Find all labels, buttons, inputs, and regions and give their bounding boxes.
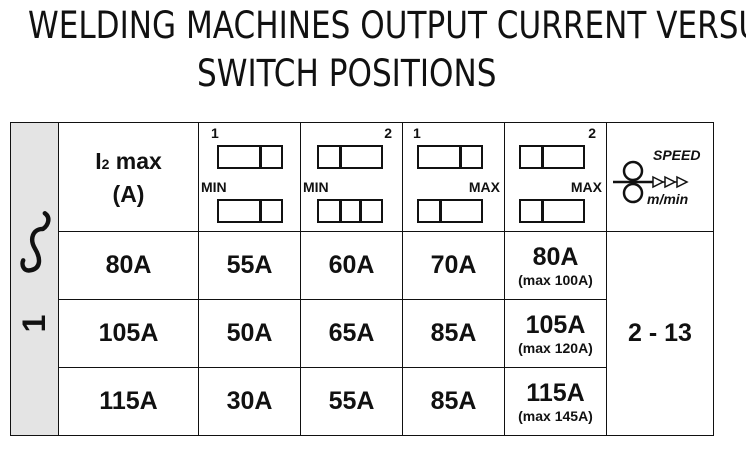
current-value-with-max: 115A (max 145A) — [504, 367, 607, 436]
speed-label: SPEED — [653, 147, 701, 163]
current-value: 30A — [198, 367, 301, 436]
i2max-value: 105A — [58, 299, 199, 368]
min-label: MIN — [303, 179, 329, 195]
current-value: 55A — [300, 367, 403, 436]
page-title-line-1: WELDING MACHINES OUTPUT CURRENT VERSUS — [28, 4, 746, 47]
max-label: MAX — [468, 179, 500, 195]
current-value: 60A — [300, 231, 403, 300]
header-row: 1 I2 max (A) 1 MIN 2 MIN 1 MAX — [10, 122, 714, 436]
switch-1-diagram — [317, 145, 383, 169]
switch-2-diagram — [519, 199, 585, 223]
switch-1-diagram — [217, 145, 283, 169]
header-switch-max-min: 1 MAX — [402, 122, 505, 232]
current-table: 1 I2 max (A) 1 MIN 2 MIN 1 MAX — [10, 122, 714, 436]
switch-number-2: 2 — [588, 125, 596, 141]
phase-cell: 1 — [10, 122, 59, 436]
switch-2-diagram — [217, 199, 283, 223]
phase-number: 1 — [16, 314, 52, 333]
i2max-label: I2 max — [95, 147, 162, 174]
speed-range: 2 - 13 — [606, 231, 714, 436]
current-value: 85A — [402, 367, 505, 436]
header-wire-speed: SPEED m/min — [606, 122, 714, 232]
switch-number-1: 1 — [211, 125, 219, 141]
current-value-with-max: 80A (max 100A) — [504, 231, 607, 300]
min-label: MIN — [201, 179, 227, 195]
i2max-value: 80A — [58, 231, 199, 300]
wire-feed-speed-icon — [613, 160, 689, 204]
current-value: 70A — [402, 231, 505, 300]
current-value: 50A — [198, 299, 301, 368]
max-label: MAX — [570, 179, 602, 195]
header-i2max: I2 max (A) — [58, 122, 199, 232]
table-row: 80A 55A 60A 70A 80A (max 100A) 2 - 13 — [11, 231, 714, 436]
header-switch-min-max: 2 MIN — [300, 122, 403, 232]
switch-number-2: 2 — [384, 125, 392, 141]
single-phase-ac-icon — [20, 211, 51, 273]
current-value: 65A — [300, 299, 403, 368]
switch-1-diagram — [417, 145, 483, 169]
unit-label: (A) — [112, 180, 145, 207]
current-value: 55A — [198, 231, 301, 300]
switch-number-1: 1 — [413, 125, 421, 141]
page-title-line-2: SWITCH POSITIONS — [197, 52, 497, 95]
header-switch-max-max: 2 MAX — [504, 122, 607, 232]
switch-2-diagram — [417, 199, 483, 223]
switch-1-diagram — [519, 145, 585, 169]
header-switch-min-min: 1 MIN — [198, 122, 301, 232]
switch-2-diagram — [317, 199, 383, 223]
current-value-with-max: 105A (max 120A) — [504, 299, 607, 368]
i2max-value: 115A — [58, 367, 199, 436]
speed-unit-label: m/min — [647, 191, 689, 207]
current-value: 85A — [402, 299, 505, 368]
table-row: 115A 30A 55A 85A 115A (max 145A) — [11, 367, 714, 436]
